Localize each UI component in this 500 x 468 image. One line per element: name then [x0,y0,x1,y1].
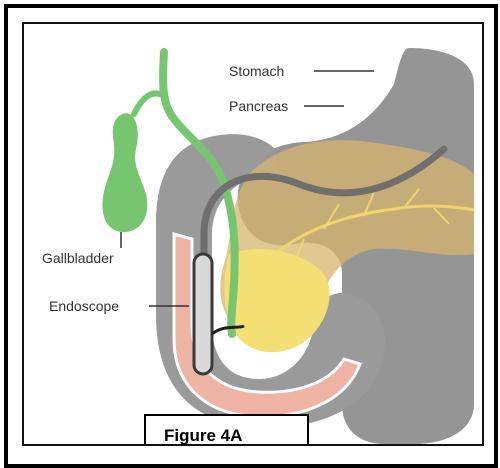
endoscope-tip [194,254,212,374]
cystic-duct [134,93,164,114]
pancreas-label: Pancreas [229,98,288,114]
endoscope-label: Endoscope [49,298,119,314]
gallbladder-shape [102,113,147,232]
stomach-label: Stomach [229,63,284,79]
outer-frame: Stomach Pancreas Gallbladder Endoscope F… [4,4,498,468]
gallbladder-label: Gallbladder [42,250,114,266]
anatomy-illustration: Stomach Pancreas Gallbladder Endoscope [24,24,482,444]
figure-caption: Figure 4A [164,426,242,446]
figure-caption-box: Figure 4A [144,414,309,446]
inner-frame: Stomach Pancreas Gallbladder Endoscope F… [22,22,484,446]
